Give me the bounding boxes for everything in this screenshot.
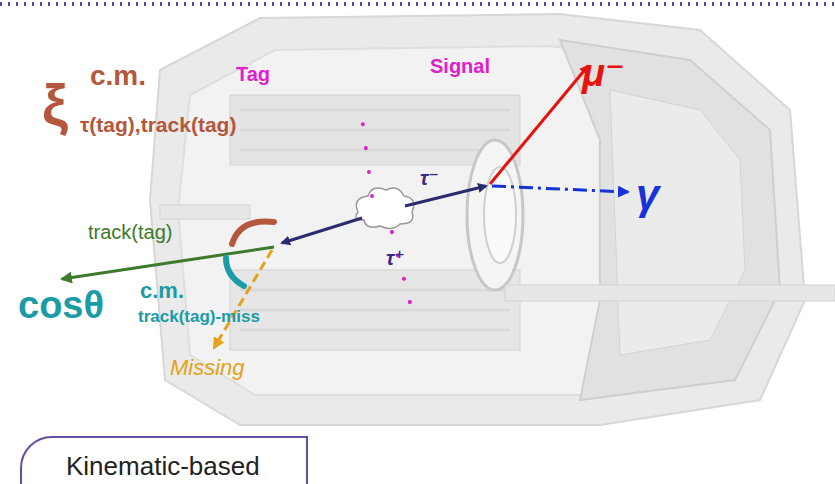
- box-text: Kinematic-based: [66, 452, 262, 481]
- method-box: Kinematic-based: [20, 436, 308, 484]
- detector-body: [150, 14, 835, 425]
- dotted-rule: [0, 2, 835, 6]
- subscript: track(tag)-miss: [138, 308, 260, 325]
- missing-arrow: [214, 250, 272, 348]
- missing-label: Missing: [170, 357, 245, 379]
- superscript: c.m.: [90, 62, 146, 90]
- variable-symbol: ξ: [42, 76, 68, 134]
- beam-trace: [392, 232, 412, 310]
- side-label: Signal: [430, 56, 490, 76]
- particle-label: γ: [636, 174, 659, 216]
- muon-arrow: [490, 66, 588, 184]
- track-label: track(tag): [88, 222, 172, 242]
- beam-trace: [362, 118, 372, 196]
- superscript: c.m.: [140, 280, 184, 302]
- side-label: Tag: [236, 64, 270, 84]
- angle-arc: [226, 258, 244, 286]
- particle-label: τ⁻: [420, 168, 439, 188]
- collision-cloud: [356, 188, 414, 229]
- photon-arrow: [492, 186, 628, 192]
- particle-label: τ⁺: [386, 248, 405, 268]
- subscript: τ(tag),track(tag): [80, 114, 236, 135]
- tag-track-arrow: [62, 247, 274, 279]
- variable-symbol: cosθ: [18, 286, 104, 324]
- particle-label: μ⁻: [582, 54, 625, 92]
- tau-plus-arrow: [282, 218, 362, 243]
- tau-minus-arrow: [405, 186, 486, 206]
- angle-arc: [232, 221, 274, 244]
